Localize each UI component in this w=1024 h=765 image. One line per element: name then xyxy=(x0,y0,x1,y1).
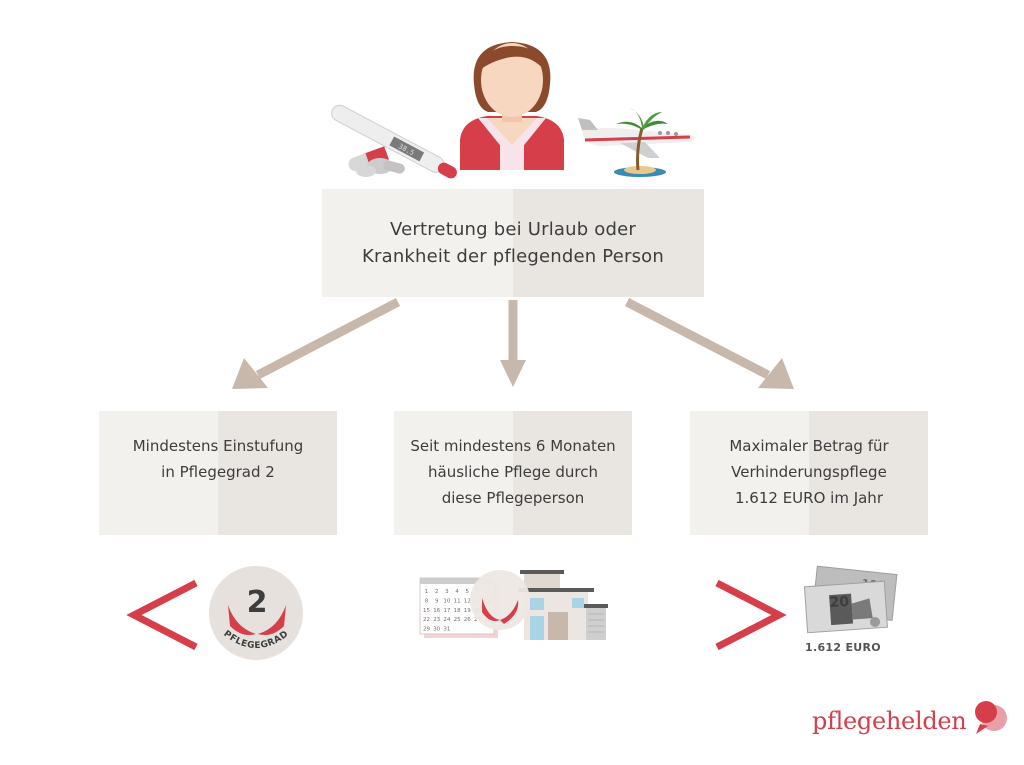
arrow-left xyxy=(232,298,401,389)
pflegegrad-number: 2 xyxy=(247,585,268,620)
calendar-day: 24 xyxy=(443,617,450,623)
calendar-day: 2 xyxy=(435,589,439,595)
calendar-day: 9 xyxy=(435,598,439,604)
thermometer-icon: 38.5 xyxy=(331,104,457,179)
money-note-front: 20 xyxy=(829,594,850,611)
calendar-day: 3 xyxy=(445,589,449,595)
money-icon: 100 20 xyxy=(803,565,898,634)
calendar-day: 18 xyxy=(454,608,461,614)
calendar-day: 31 xyxy=(443,627,450,633)
condition-text-pflegegrad: Mindestens Einstufung in Pflegegrad 2 xyxy=(132,437,304,481)
palm-island-icon xyxy=(614,108,668,177)
arrow-right xyxy=(624,298,794,389)
arrow-center xyxy=(500,300,526,387)
calendar-day: 19 xyxy=(464,608,471,614)
calendar-day: 11 xyxy=(454,598,461,604)
main-situation-box: Vertretung bei Urlaub oder Krankheit der… xyxy=(322,189,704,297)
calendar-day: 26 xyxy=(464,617,471,623)
calendar-day: 17 xyxy=(443,608,450,614)
calendar-day: 29 xyxy=(423,627,430,633)
greater-than-icon xyxy=(715,579,787,651)
house-icon xyxy=(518,570,608,640)
pills-icon xyxy=(348,146,405,177)
pflegegrad-badge-icon: 2 PFLEGEGRAD xyxy=(209,566,303,660)
caregiver-avatar xyxy=(460,42,564,170)
calendar-day: 22 xyxy=(423,617,430,623)
condition-box-pflegegrad: Mindestens Einstufung in Pflegegrad 2 xyxy=(99,411,337,535)
less-than-icon xyxy=(126,579,198,651)
brand-logo-text: pflegehelden xyxy=(812,707,967,735)
calendar-day: 15 xyxy=(423,608,430,614)
calendar-day: 16 xyxy=(433,608,440,614)
care-hand-icon xyxy=(470,570,530,630)
condition-text-amount: Maximaler Betrag für Verhinderungspflege… xyxy=(729,437,889,507)
main-situation-text: Vertretung bei Urlaub oder Krankheit der… xyxy=(361,219,664,267)
brand-logo-icon xyxy=(975,701,1007,734)
calendar-day: 8 xyxy=(425,598,429,604)
calendar-day: 23 xyxy=(433,617,440,623)
calendar-day: 25 xyxy=(454,617,461,623)
condition-box-amount: Maximaler Betrag für Verhinderungspflege… xyxy=(690,411,928,535)
condition-box-duration: Seit mindestens 6 Monaten häusliche Pfle… xyxy=(394,411,632,535)
calendar-day: 30 xyxy=(433,627,440,633)
calendar-day: 27 xyxy=(474,617,481,623)
condition-text-duration: Seit mindestens 6 Monaten häusliche Pfle… xyxy=(410,437,616,507)
calendar-day: 4 xyxy=(455,589,459,595)
calendar-day: 1 xyxy=(425,589,429,595)
calendar-day: 10 xyxy=(443,598,450,604)
calendar-day: 5 xyxy=(466,589,470,595)
calendar-day: 12 xyxy=(464,598,471,604)
money-label: 1.612 EURO xyxy=(805,641,881,654)
